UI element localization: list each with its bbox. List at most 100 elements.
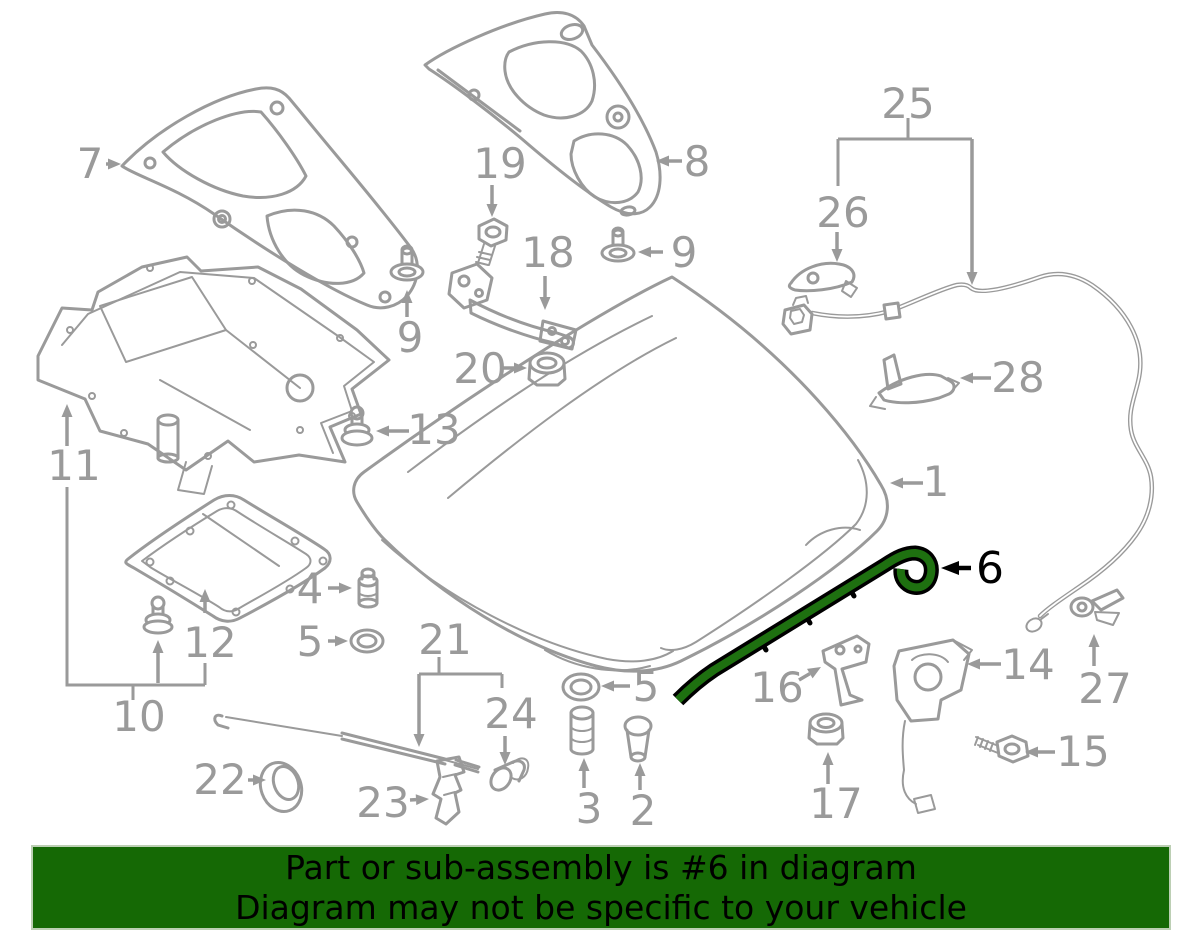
part-14-hood-latch: [892, 613, 1049, 814]
callout-5[interactable]: 5: [297, 617, 348, 666]
arrowhead-icon: [966, 272, 978, 285]
part-27-release-handle: [1069, 588, 1125, 626]
callout-label-11: 11: [47, 441, 100, 490]
callout-2[interactable]: 2: [630, 763, 657, 835]
arrowhead-icon: [1025, 746, 1038, 758]
arrowhead-icon: [960, 372, 973, 384]
arrowhead-icon: [339, 582, 352, 594]
part-12-gasket: [124, 494, 332, 623]
callout-22[interactable]: 22: [193, 755, 266, 804]
callout-label-20: 20: [453, 344, 506, 393]
part-26-cable-clip: [787, 261, 858, 298]
callout-14[interactable]: 14: [967, 640, 1055, 689]
arrowhead-icon: [967, 658, 980, 670]
arrowhead-icon: [514, 362, 527, 374]
callout-8[interactable]: 8: [656, 137, 710, 186]
callout-11[interactable]: 11: [47, 404, 205, 687]
arrowhead-icon: [401, 290, 413, 303]
callout-12[interactable]: 12: [183, 589, 237, 685]
callout-6[interactable]: 6: [941, 543, 1004, 594]
part-5-grommet-center: [561, 672, 601, 702]
callout-9[interactable]: 9: [638, 228, 697, 277]
callout-label-4: 4: [297, 564, 324, 613]
callout-4[interactable]: 4: [297, 564, 352, 613]
banner-line-2: Diagram may not be specific to your vehi…: [235, 887, 967, 927]
callout-label-27: 27: [1078, 664, 1131, 713]
part-23-clip: [431, 755, 466, 826]
part-6-hood-seal-highlighted[interactable]: [672, 545, 939, 706]
callout-20[interactable]: 20: [453, 344, 527, 393]
callout-7[interactable]: 7: [77, 139, 121, 188]
arrowhead-icon: [499, 752, 511, 765]
callout-23[interactable]: 23: [356, 778, 429, 827]
callout-label-17: 17: [809, 779, 862, 828]
callout-27[interactable]: 27: [1078, 634, 1132, 713]
part-25-release-cable: [781, 271, 1154, 619]
callout-24[interactable]: 24: [484, 689, 538, 765]
part-9-clip-right: [600, 226, 636, 263]
callout-label-7: 7: [77, 139, 104, 188]
arrowhead-icon: [601, 680, 614, 692]
callout-label-10: 10: [112, 692, 165, 741]
part-7-insulator-panel: [120, 86, 419, 310]
part-20-nut: [527, 351, 567, 387]
arrowhead-icon: [656, 155, 669, 167]
status-banner: Part or sub-assembly is #6 in diagram Di…: [31, 845, 1171, 930]
arrowhead-icon: [578, 758, 590, 771]
part-19-bolt: [475, 217, 509, 266]
callout-28[interactable]: 28: [960, 353, 1045, 402]
part-11-under-cover-panel: [36, 255, 391, 495]
part-17-nut: [807, 712, 845, 746]
callout-label-13: 13: [407, 405, 460, 454]
arrowhead-icon: [822, 752, 834, 765]
callout-15[interactable]: 15: [1025, 727, 1110, 776]
callout-25[interactable]: 25: [836, 79, 978, 285]
part-24-clip: [489, 757, 530, 792]
part-9-clip-left: [389, 244, 425, 282]
callout-18[interactable]: 18: [521, 228, 575, 310]
callout-label-26: 26: [816, 188, 869, 237]
part-22-grommet: [258, 761, 304, 813]
arrowhead-icon: [634, 763, 646, 776]
callout-17[interactable]: 17: [809, 752, 863, 828]
part-4-bumper: [357, 567, 379, 609]
part-10-clip: [142, 595, 174, 635]
part-28-safety-bracket: [869, 353, 960, 410]
callout-label-2: 2: [630, 786, 657, 835]
callout-label-6: 6: [976, 543, 1004, 594]
arrowhead-icon: [1088, 634, 1100, 647]
callout-label-3: 3: [576, 784, 603, 833]
callout-3[interactable]: 3: [576, 758, 603, 833]
callout-19[interactable]: 19: [473, 139, 527, 217]
callout-label-18: 18: [521, 228, 574, 277]
callout-10[interactable]: 10: [112, 640, 166, 741]
callout-label-19: 19: [473, 139, 526, 188]
callout-label-21: 21: [418, 615, 471, 664]
callout-13[interactable]: 13: [376, 405, 461, 454]
callout-16[interactable]: 16: [750, 663, 821, 712]
callout-26[interactable]: 26: [816, 188, 870, 262]
callout-label-16: 16: [750, 663, 803, 712]
part-3-cushion: [569, 705, 595, 756]
callout-label-15: 15: [1056, 727, 1109, 776]
arrowhead-icon: [61, 404, 73, 417]
arrowhead-icon: [152, 640, 164, 653]
callout-label-23: 23: [356, 778, 409, 827]
arrowhead-icon: [335, 635, 348, 647]
part-1-hood-panel: [352, 275, 889, 673]
arrowhead-icon: [253, 774, 266, 786]
part-18-hood-hinge: [447, 262, 578, 351]
callout-5[interactable]: 5: [601, 662, 659, 711]
arrowhead-icon: [376, 425, 389, 437]
part-2-pin: [623, 715, 653, 763]
callout-1[interactable]: 1: [890, 457, 949, 506]
arrowhead-icon: [199, 589, 211, 602]
callout-21[interactable]: 21: [413, 615, 504, 747]
callout-label-5: 5: [297, 617, 324, 666]
callout-9[interactable]: 9: [397, 290, 424, 362]
callout-label-8: 8: [684, 137, 711, 186]
arrowhead-icon: [638, 246, 651, 258]
arrowhead-icon: [413, 734, 425, 747]
